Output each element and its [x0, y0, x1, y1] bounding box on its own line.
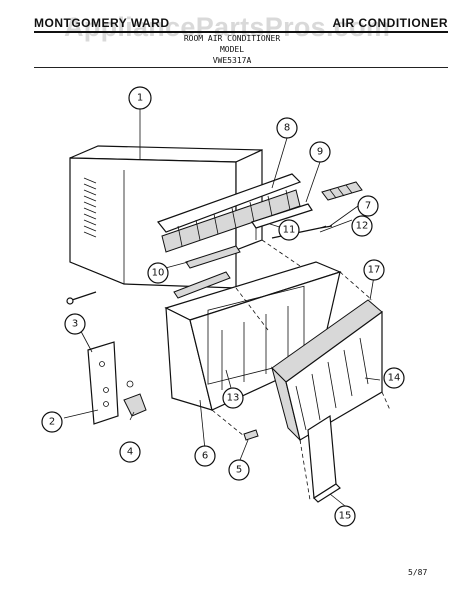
callout-17: 17 — [363, 259, 385, 281]
callout-6: 6 — [194, 445, 216, 467]
small-clip-part — [243, 429, 259, 441]
clip-part — [123, 380, 147, 417]
header-rule — [34, 31, 448, 33]
callout-11-label: 11 — [283, 225, 296, 236]
subtitle-line-1: ROOM AIR CONDITIONER — [183, 34, 281, 43]
revision-date: 5/87 — [408, 568, 428, 577]
brand-title: MONTGOMERY WARD — [34, 16, 170, 30]
callout-12: 12 — [351, 215, 373, 237]
callout-13-label: 13 — [227, 393, 240, 404]
subtitle-line-2: MODEL — [219, 45, 245, 54]
grille-piece-part — [321, 181, 363, 201]
callout-15-label: 15 — [339, 511, 352, 522]
callout-10-label: 10 — [152, 268, 165, 279]
callout-15: 15 — [334, 505, 356, 527]
callout-7-label: 7 — [365, 201, 371, 212]
bar-part — [185, 245, 241, 269]
callout-9: 9 — [309, 141, 331, 163]
callout-11: 11 — [278, 219, 300, 241]
louver-assembly-part — [157, 173, 302, 253]
callout-2: 2 — [41, 411, 63, 433]
side-panel-part — [307, 414, 341, 503]
callout-10: 10 — [147, 262, 169, 284]
callout-12-label: 12 — [356, 221, 369, 232]
callout-4-label: 4 — [127, 447, 133, 458]
callout-1: 1 — [128, 86, 152, 110]
alignment-lines — [211, 239, 391, 501]
handle-piece-part — [173, 271, 231, 299]
callout-4: 4 — [119, 441, 141, 463]
mounting-bracket-part — [87, 341, 119, 425]
callout-5-label: 5 — [236, 465, 242, 476]
product-title: AIR CONDITIONER — [332, 16, 448, 30]
callout-14-label: 14 — [388, 373, 401, 384]
callout-17-label: 17 — [368, 265, 381, 276]
callout-6-label: 6 — [202, 451, 208, 462]
callout-7: 7 — [357, 195, 379, 217]
callout-2-label: 2 — [49, 417, 55, 428]
model-number: VWE5317A — [212, 56, 252, 65]
callout-3: 3 — [64, 313, 86, 335]
bracket-part — [251, 203, 313, 240]
callout-8: 8 — [276, 117, 298, 139]
callout-14: 14 — [383, 367, 405, 389]
callout-13: 13 — [222, 387, 244, 409]
callout-3-label: 3 — [72, 319, 78, 330]
callout-1-label: 1 — [137, 93, 143, 104]
header-rule-lower — [34, 67, 448, 68]
callout-5: 5 — [228, 459, 250, 481]
callout-9-label: 9 — [317, 147, 323, 158]
callout-8-label: 8 — [284, 123, 290, 134]
